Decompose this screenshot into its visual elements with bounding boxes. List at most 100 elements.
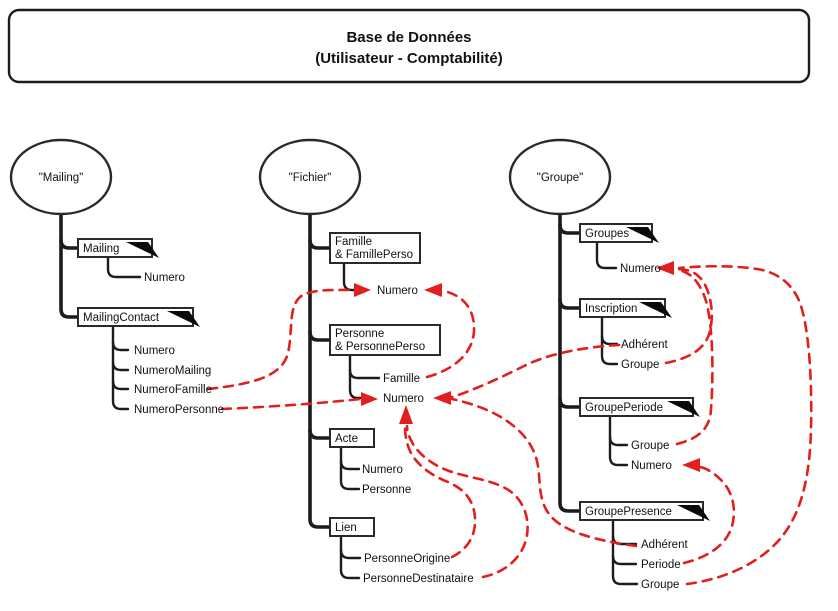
root-ellipse-mailing — [9, 138, 113, 216]
node-famille: Famille & FamillePerso — [329, 232, 421, 264]
tree-fichier: "Fichier" Famille & FamillePerso Numero … — [258, 138, 474, 585]
node-acte: Acte — [329, 428, 375, 448]
node-acte-label: Acte — [335, 433, 358, 445]
node-personne: Personne & PersonnePerso — [329, 324, 441, 356]
tree-mailing: "Mailing" Mailing Numero MailingContact … — [9, 138, 224, 416]
connector-lien-destinataire — [339, 534, 361, 580]
field-gperiode-groupe: Groupe — [631, 440, 669, 452]
field-personne-numero: Numero — [383, 393, 424, 405]
ref-numerofamille-to-famille-numero — [206, 288, 355, 391]
node-lien-frame — [329, 517, 375, 537]
field-mc-numeromailing: NumeroMailing — [134, 365, 211, 377]
field-acte-personne: Personne — [362, 484, 411, 496]
node-groupes: Groupes — [579, 223, 659, 243]
ref-gpresence-periode-to-gperiode-numero — [682, 465, 736, 565]
ref-personneorigine-to-personne-numero — [403, 424, 477, 559]
connector-acte-numero — [339, 459, 361, 471]
trunk-groupe — [558, 212, 582, 513]
field-gpresence-adherent: Adhérent — [641, 539, 688, 551]
trunk-fichier — [308, 212, 332, 529]
branch-mailing-box1 — [59, 238, 80, 250]
node-famille-label-line1: Famille — [335, 236, 372, 248]
node-personne-label-line2: & PersonnePerso — [335, 341, 425, 353]
trunk-mailing — [59, 212, 80, 319]
connector-groupes-numero — [595, 240, 618, 270]
connector-personne-famille — [348, 368, 381, 380]
field-personne-famille: Famille — [383, 373, 420, 385]
diagram-title-line1: Base de Données — [346, 29, 471, 46]
note-fold-icon — [677, 505, 710, 521]
ref-inscription-groupe-to-groupes-numero — [664, 267, 714, 365]
node-groupepresence: GroupePresence — [579, 501, 710, 521]
node-groupeperiode: GroupePeriode — [579, 397, 700, 417]
connector-mailingcontact-children — [111, 324, 130, 411]
connector-mc-numero — [111, 340, 130, 352]
reference-links — [206, 261, 813, 586]
node-acte-frame — [329, 428, 375, 448]
node-personne-label-line1: Personne — [335, 328, 384, 340]
note-fold-icon — [667, 401, 700, 417]
connector-gperiode-groupe — [608, 435, 629, 447]
ref-personnedestinataire-to-personne-numero — [405, 424, 529, 579]
root-ellipse-groupe — [508, 138, 612, 216]
branch-fichier-acte — [308, 428, 332, 440]
arrowhead-personne-numero-left — [361, 392, 378, 406]
field-acte-numero: Numero — [362, 464, 403, 476]
note-fold-icon — [126, 242, 159, 258]
ref-personne-famille-to-famille-numero — [425, 289, 476, 379]
ref-gpresence-groupe-to-groupes-numero — [677, 264, 813, 586]
arrowhead-famille-numero-left — [354, 283, 371, 297]
branch-groupe-inscription — [558, 298, 582, 310]
arrowhead-personne-numero-up — [399, 405, 413, 424]
branch-fichier-famille — [308, 238, 332, 250]
connector-lien-origine — [339, 548, 362, 560]
arrowhead-groupes-numero — [656, 261, 674, 275]
connector-famille-numero — [342, 261, 360, 292]
connector-gpresence-groupe — [611, 518, 639, 586]
note-fold-icon — [626, 227, 659, 243]
field-lien-personnedestinataire: PersonneDestinataire — [363, 573, 474, 585]
field-mc-numero: Numero — [134, 345, 175, 357]
node-groupepresence-label: GroupePresence — [585, 506, 672, 518]
field-mailing-numero: Numero — [144, 272, 185, 284]
branch-fichier-personne — [308, 330, 332, 342]
field-inscription-adherent: Adhérent — [621, 339, 668, 351]
field-famille-numero: Numero — [377, 285, 418, 297]
connector-acte-personne — [339, 445, 361, 491]
node-famille-label-line2: & FamillePerso — [335, 249, 413, 261]
ref-gperiode-groupe-to-groupes-numero — [675, 268, 714, 446]
diagram-title-line2: (Utilisateur - Comptabilité) — [315, 50, 503, 67]
node-mailingcontact: MailingContact — [77, 307, 200, 327]
connector-mailing-numero — [106, 255, 142, 279]
field-gpresence-groupe: Groupe — [641, 579, 679, 591]
connector-inscription-groupe — [600, 315, 619, 366]
note-fold-icon — [639, 302, 672, 318]
ref-gpresence-adherent-to-personne-numero — [450, 397, 638, 548]
field-inscription-groupe: Groupe — [621, 359, 659, 371]
node-inscription: Inscription — [579, 298, 672, 318]
title-box-frame — [7, 8, 811, 84]
tree-groupe: "Groupe" Groupes Numero Inscription Adhé… — [508, 138, 710, 591]
branch-groupe-groupeperiode — [558, 397, 582, 409]
ref-inscription-adherent-to-personne-numero — [450, 343, 621, 399]
node-lien-label: Lien — [335, 522, 357, 534]
tree-connectors — [59, 212, 639, 586]
node-inscription-label: Inscription — [585, 303, 637, 315]
node-lien: Lien — [329, 517, 375, 537]
connector-mc-numeromailing — [111, 360, 130, 372]
connector-gpresence-periode — [611, 554, 638, 566]
connector-mc-numerofamille — [111, 379, 130, 391]
arrowhead-famille-numero-right — [424, 283, 442, 297]
field-groupes-numero: Numero — [620, 263, 661, 275]
connector-inscription-adherent — [600, 334, 619, 346]
arrowhead-personne-numero-right — [433, 391, 451, 405]
field-gpresence-periode: Periode — [641, 559, 681, 571]
field-mc-numerofamille: NumeroFamille — [134, 384, 212, 396]
connector-gperiode-numero — [608, 414, 629, 467]
node-personne-frame — [329, 324, 441, 356]
root-label-groupe: "Groupe" — [537, 172, 584, 184]
node-groupes-label: Groupes — [585, 228, 629, 240]
root-label-fichier: "Fichier" — [289, 172, 332, 184]
